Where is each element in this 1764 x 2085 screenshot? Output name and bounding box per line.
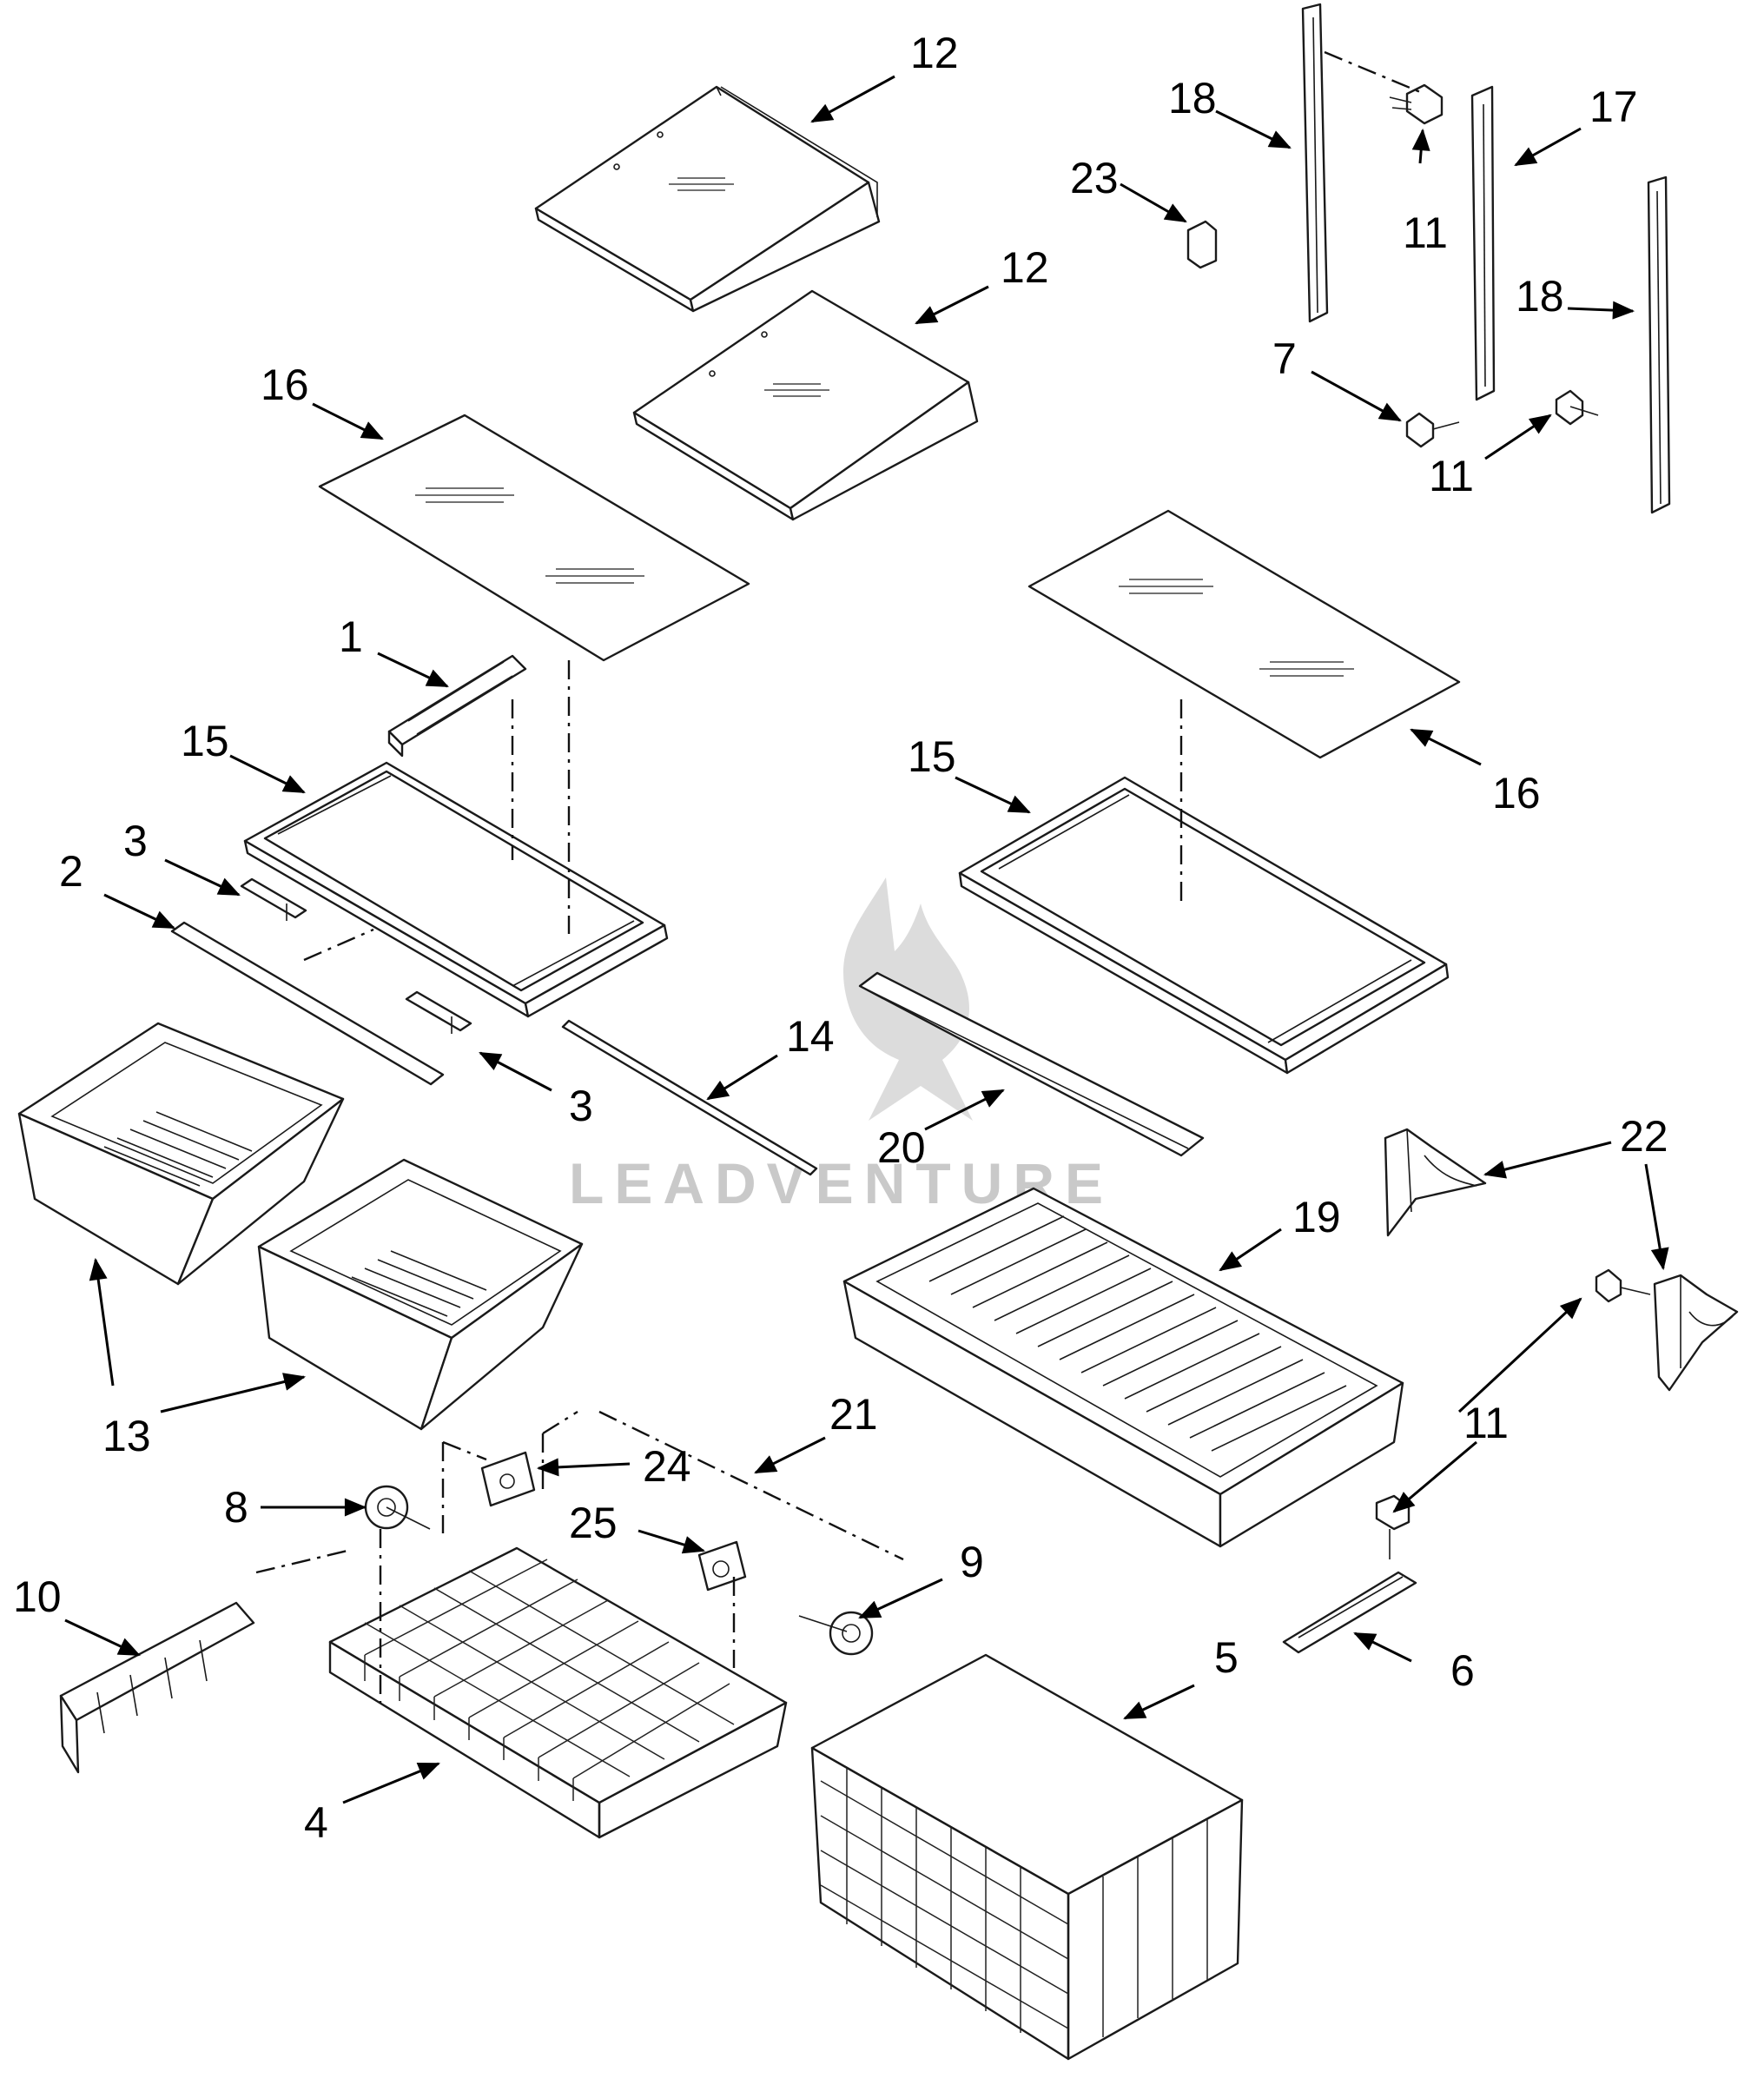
callout-18-left: 18 (1168, 74, 1217, 122)
callout-4: 4 (304, 1798, 328, 1847)
part-18-rail-left (1301, 3, 1329, 323)
callout-25: 25 (569, 1499, 618, 1547)
callout-10: 10 (13, 1572, 62, 1621)
part-1-bracket (387, 654, 527, 758)
callout-18-right: 18 (1516, 272, 1564, 321)
part-15-right-frame (958, 776, 1450, 1075)
part-16-right-glass (1027, 509, 1461, 759)
callout-19: 19 (1292, 1193, 1341, 1241)
callout-labels: 12 12 16 16 1 15 15 2 3 3 14 20 13 19 22… (13, 29, 1668, 1847)
part-11-screw-right (1595, 1268, 1651, 1303)
callout-8: 8 (224, 1483, 248, 1532)
callout-23: 23 (1070, 154, 1119, 202)
part-25-bracket (697, 1540, 747, 1592)
part-13-crisper-upper (17, 1022, 345, 1286)
callout-13: 13 (102, 1412, 151, 1460)
part-9-gear (798, 1611, 874, 1656)
callout-15-right: 15 (908, 732, 956, 781)
part-16-left-glass (318, 414, 750, 662)
callout-20: 20 (877, 1123, 926, 1172)
callout-9: 9 (960, 1538, 984, 1586)
callout-16-right: 16 (1492, 769, 1541, 817)
part-11-screw-top (1389, 83, 1444, 125)
callout-24: 24 (643, 1442, 691, 1491)
callout-3-lower: 3 (569, 1082, 593, 1130)
part-22-bracket-lower (1653, 1274, 1739, 1392)
part-11-screw-bottom (1375, 1494, 1411, 1559)
part-3-clip-upper (240, 877, 307, 921)
part-13-crisper-lower (257, 1158, 584, 1431)
callout-7: 7 (1272, 334, 1297, 383)
part-6-bracket (1282, 1571, 1417, 1654)
part-15-left-frame (243, 761, 669, 1018)
part-12-upper-shelf (534, 85, 881, 313)
callout-3-upper: 3 (123, 817, 148, 865)
part-8-gear (364, 1485, 431, 1530)
part-2-rail (170, 921, 445, 1086)
callout-17: 17 (1589, 83, 1638, 131)
callout-5: 5 (1214, 1633, 1239, 1682)
callout-12-lower: 12 (1001, 243, 1049, 292)
part-24-bracket (480, 1451, 536, 1507)
callout-14: 14 (786, 1012, 835, 1061)
callout-2: 2 (59, 847, 83, 896)
part-14-rod (561, 1019, 818, 1176)
callout-22: 22 (1620, 1112, 1668, 1161)
part-23-clip (1186, 220, 1218, 269)
part-19-drawer (842, 1187, 1404, 1548)
part-3-clip-lower (405, 990, 472, 1034)
callout-21: 21 (829, 1390, 878, 1439)
callout-12-upper: 12 (910, 29, 959, 77)
part-11-screw-mid (1555, 389, 1599, 426)
part-22-bracket-upper (1384, 1128, 1487, 1237)
part-20-rail (858, 971, 1205, 1157)
callout-arrows (64, 75, 1669, 1804)
callout-11-right: 11 (1463, 1399, 1509, 1447)
callout-15-left: 15 (181, 717, 229, 765)
callout-11-mid: 11 (1429, 452, 1474, 500)
part-10-divider (59, 1601, 255, 1774)
callout-11-top: 11 (1403, 208, 1448, 257)
callout-6: 6 (1450, 1646, 1475, 1695)
part-5-basket (810, 1653, 1244, 2061)
callout-16-left: 16 (261, 361, 309, 409)
part-12-lower-shelf (632, 289, 979, 521)
part-4-basket (328, 1546, 788, 1839)
part-17-rail (1470, 85, 1496, 401)
assembly-lines (255, 50, 1425, 1703)
part-21-rod (598, 1410, 904, 1561)
callout-1: 1 (339, 612, 363, 661)
part-18-rail-right (1647, 175, 1671, 514)
part-7-screw (1405, 412, 1460, 448)
